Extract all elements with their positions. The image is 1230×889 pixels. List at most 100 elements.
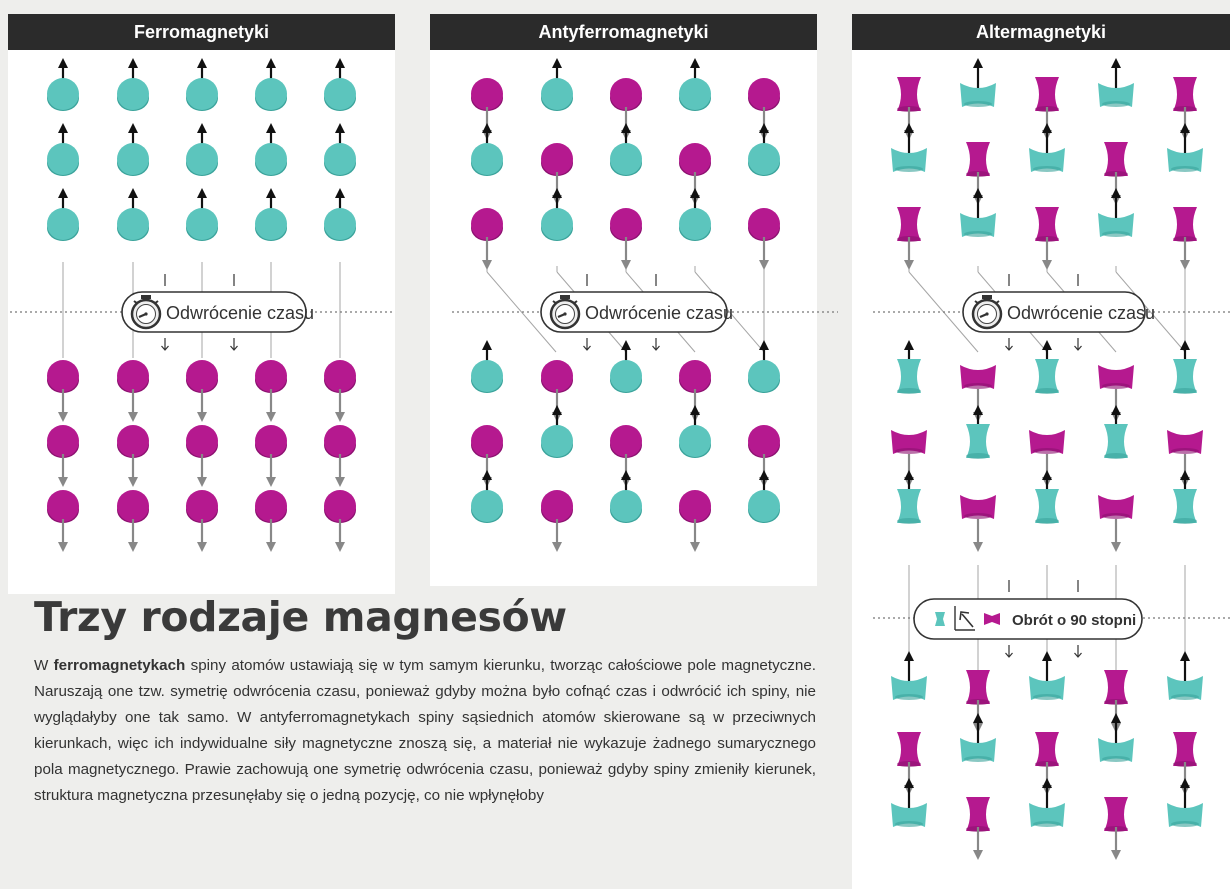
mapping-line [694, 271, 765, 353]
alter-after-atom [1167, 778, 1203, 827]
alter-before-atom [897, 207, 921, 270]
alter-middle-atom [1035, 470, 1059, 524]
time-reversal-badge: Odwrócenie czasu [540, 291, 733, 333]
ferro-after-atom [255, 360, 287, 422]
flow-arrow [1074, 338, 1082, 351]
alter-after-atom [891, 778, 927, 827]
alter-before-atom [891, 123, 927, 172]
antiferro-before-atom [610, 123, 642, 176]
time-reversal-label: Odwrócenie czasu [1007, 303, 1155, 323]
ferro-after-atom [47, 425, 79, 487]
antiferro-after-atom [748, 340, 780, 393]
ferro-before-atom [324, 188, 356, 241]
alter-before-atom [960, 58, 996, 107]
flow-arrow [1005, 645, 1013, 658]
alter-after-atom [1104, 797, 1128, 860]
antiferro-before-atom [541, 58, 573, 111]
antiferro-after-atom [541, 490, 573, 552]
ferro-before-atom [117, 58, 149, 111]
ferro-before-atom [186, 188, 218, 241]
alter-after-atom [1167, 651, 1203, 700]
antiferro-after-atom [541, 405, 573, 458]
time-reversal-label: Odwrócenie czasu [166, 303, 314, 323]
stopwatch-icon [130, 295, 162, 330]
antiferro-after-atom [610, 470, 642, 523]
ferro-before-atom [255, 188, 287, 241]
ferro-before-atom [324, 58, 356, 111]
ferro-before-atom [47, 123, 79, 176]
antiferro-after-atom [471, 470, 503, 523]
rotate-90-icon [935, 606, 1000, 631]
body-paragraph: W ferromagnetykach spiny atomów ustawiaj… [34, 653, 816, 809]
ferro-before-atom [47, 188, 79, 241]
ferro-after-atom [324, 425, 356, 487]
alter-after-atom [1029, 651, 1065, 700]
panel-title: Ferromagnetyki [8, 14, 395, 50]
stopwatch-icon [971, 295, 1003, 330]
ferro-before-atom [255, 58, 287, 111]
alter-before-atom [1029, 123, 1065, 172]
alter-middle-atom [1098, 495, 1134, 552]
flow-arrow [583, 338, 591, 351]
time-reversal-badge: Odwrócenie czasu [962, 291, 1155, 333]
mapping-line [1115, 271, 1186, 353]
alter-middle-atom [960, 495, 996, 552]
alter-after-atom [1029, 778, 1065, 827]
alter-after-atom [1098, 713, 1134, 762]
antiferro-before-atom [541, 143, 573, 205]
ferro-after-atom [117, 360, 149, 422]
ferro-after-atom [186, 360, 218, 422]
stopwatch-icon [549, 295, 581, 330]
alter-before-atom [1035, 207, 1059, 270]
alter-middle-atom [1035, 340, 1059, 394]
ferro-after-atom [47, 490, 79, 552]
alter-middle-atom [1098, 365, 1134, 422]
ferro-before-atom [117, 123, 149, 176]
flow-arrow [161, 338, 169, 351]
antiferro-after-atom [610, 340, 642, 393]
antiferro-before-atom [748, 123, 780, 176]
alter-before-atom [1098, 58, 1134, 107]
alter-before-atom [960, 188, 996, 237]
antiferro-after-atom [748, 470, 780, 523]
antiferro-before-atom [471, 123, 503, 176]
antiferro-before-atom [679, 188, 711, 241]
alter-after-atom [960, 713, 996, 762]
antiferro-before-atom [471, 208, 503, 270]
ferro-before-atom [186, 123, 218, 176]
antiferro-before-atom [541, 188, 573, 241]
antiferro-after-atom [748, 425, 780, 487]
panel-title: Altermagnetyki [852, 14, 1230, 50]
ferro-after-atom [117, 490, 149, 552]
alter-middle-atom [1173, 470, 1197, 524]
alter-after-atom [891, 651, 927, 700]
antiferro-before-atom [610, 78, 642, 140]
ferro-after-atom [186, 490, 218, 552]
alter-before-atom [1098, 188, 1134, 237]
ferro-after-atom [324, 360, 356, 422]
ferro-after-atom [47, 360, 79, 422]
alter-after-atom [1104, 670, 1128, 733]
alter-before-atom [1173, 207, 1197, 270]
body-text-rest: spiny atomów ustawiają się w tym samym k… [34, 657, 816, 804]
time-reversal-badge: Odwrócenie czasu [121, 291, 314, 333]
alter-before-atom [1167, 123, 1203, 172]
ferro-before-atom [47, 58, 79, 111]
alter-middle-atom [966, 405, 990, 459]
antiferro-before-atom [748, 208, 780, 270]
mapping-line [486, 271, 557, 353]
panel-title: Antyferromagnetyki [430, 14, 817, 50]
antiferro-before-atom [610, 208, 642, 270]
flow-arrow [1005, 338, 1013, 351]
body-bold-term: ferromagnetykach [53, 657, 186, 674]
alter-middle-atom [897, 340, 921, 394]
ferro-after-atom [255, 490, 287, 552]
ferro-before-atom [186, 58, 218, 111]
ferro-before-atom [117, 188, 149, 241]
ferro-after-atom [255, 425, 287, 487]
ferro-before-atom [324, 123, 356, 176]
alter-middle-atom [1173, 340, 1197, 394]
ferro-after-atom [324, 490, 356, 552]
ferro-before-atom [255, 123, 287, 176]
rotation-operation-badge: Obrót o 90 stopni [913, 598, 1143, 640]
